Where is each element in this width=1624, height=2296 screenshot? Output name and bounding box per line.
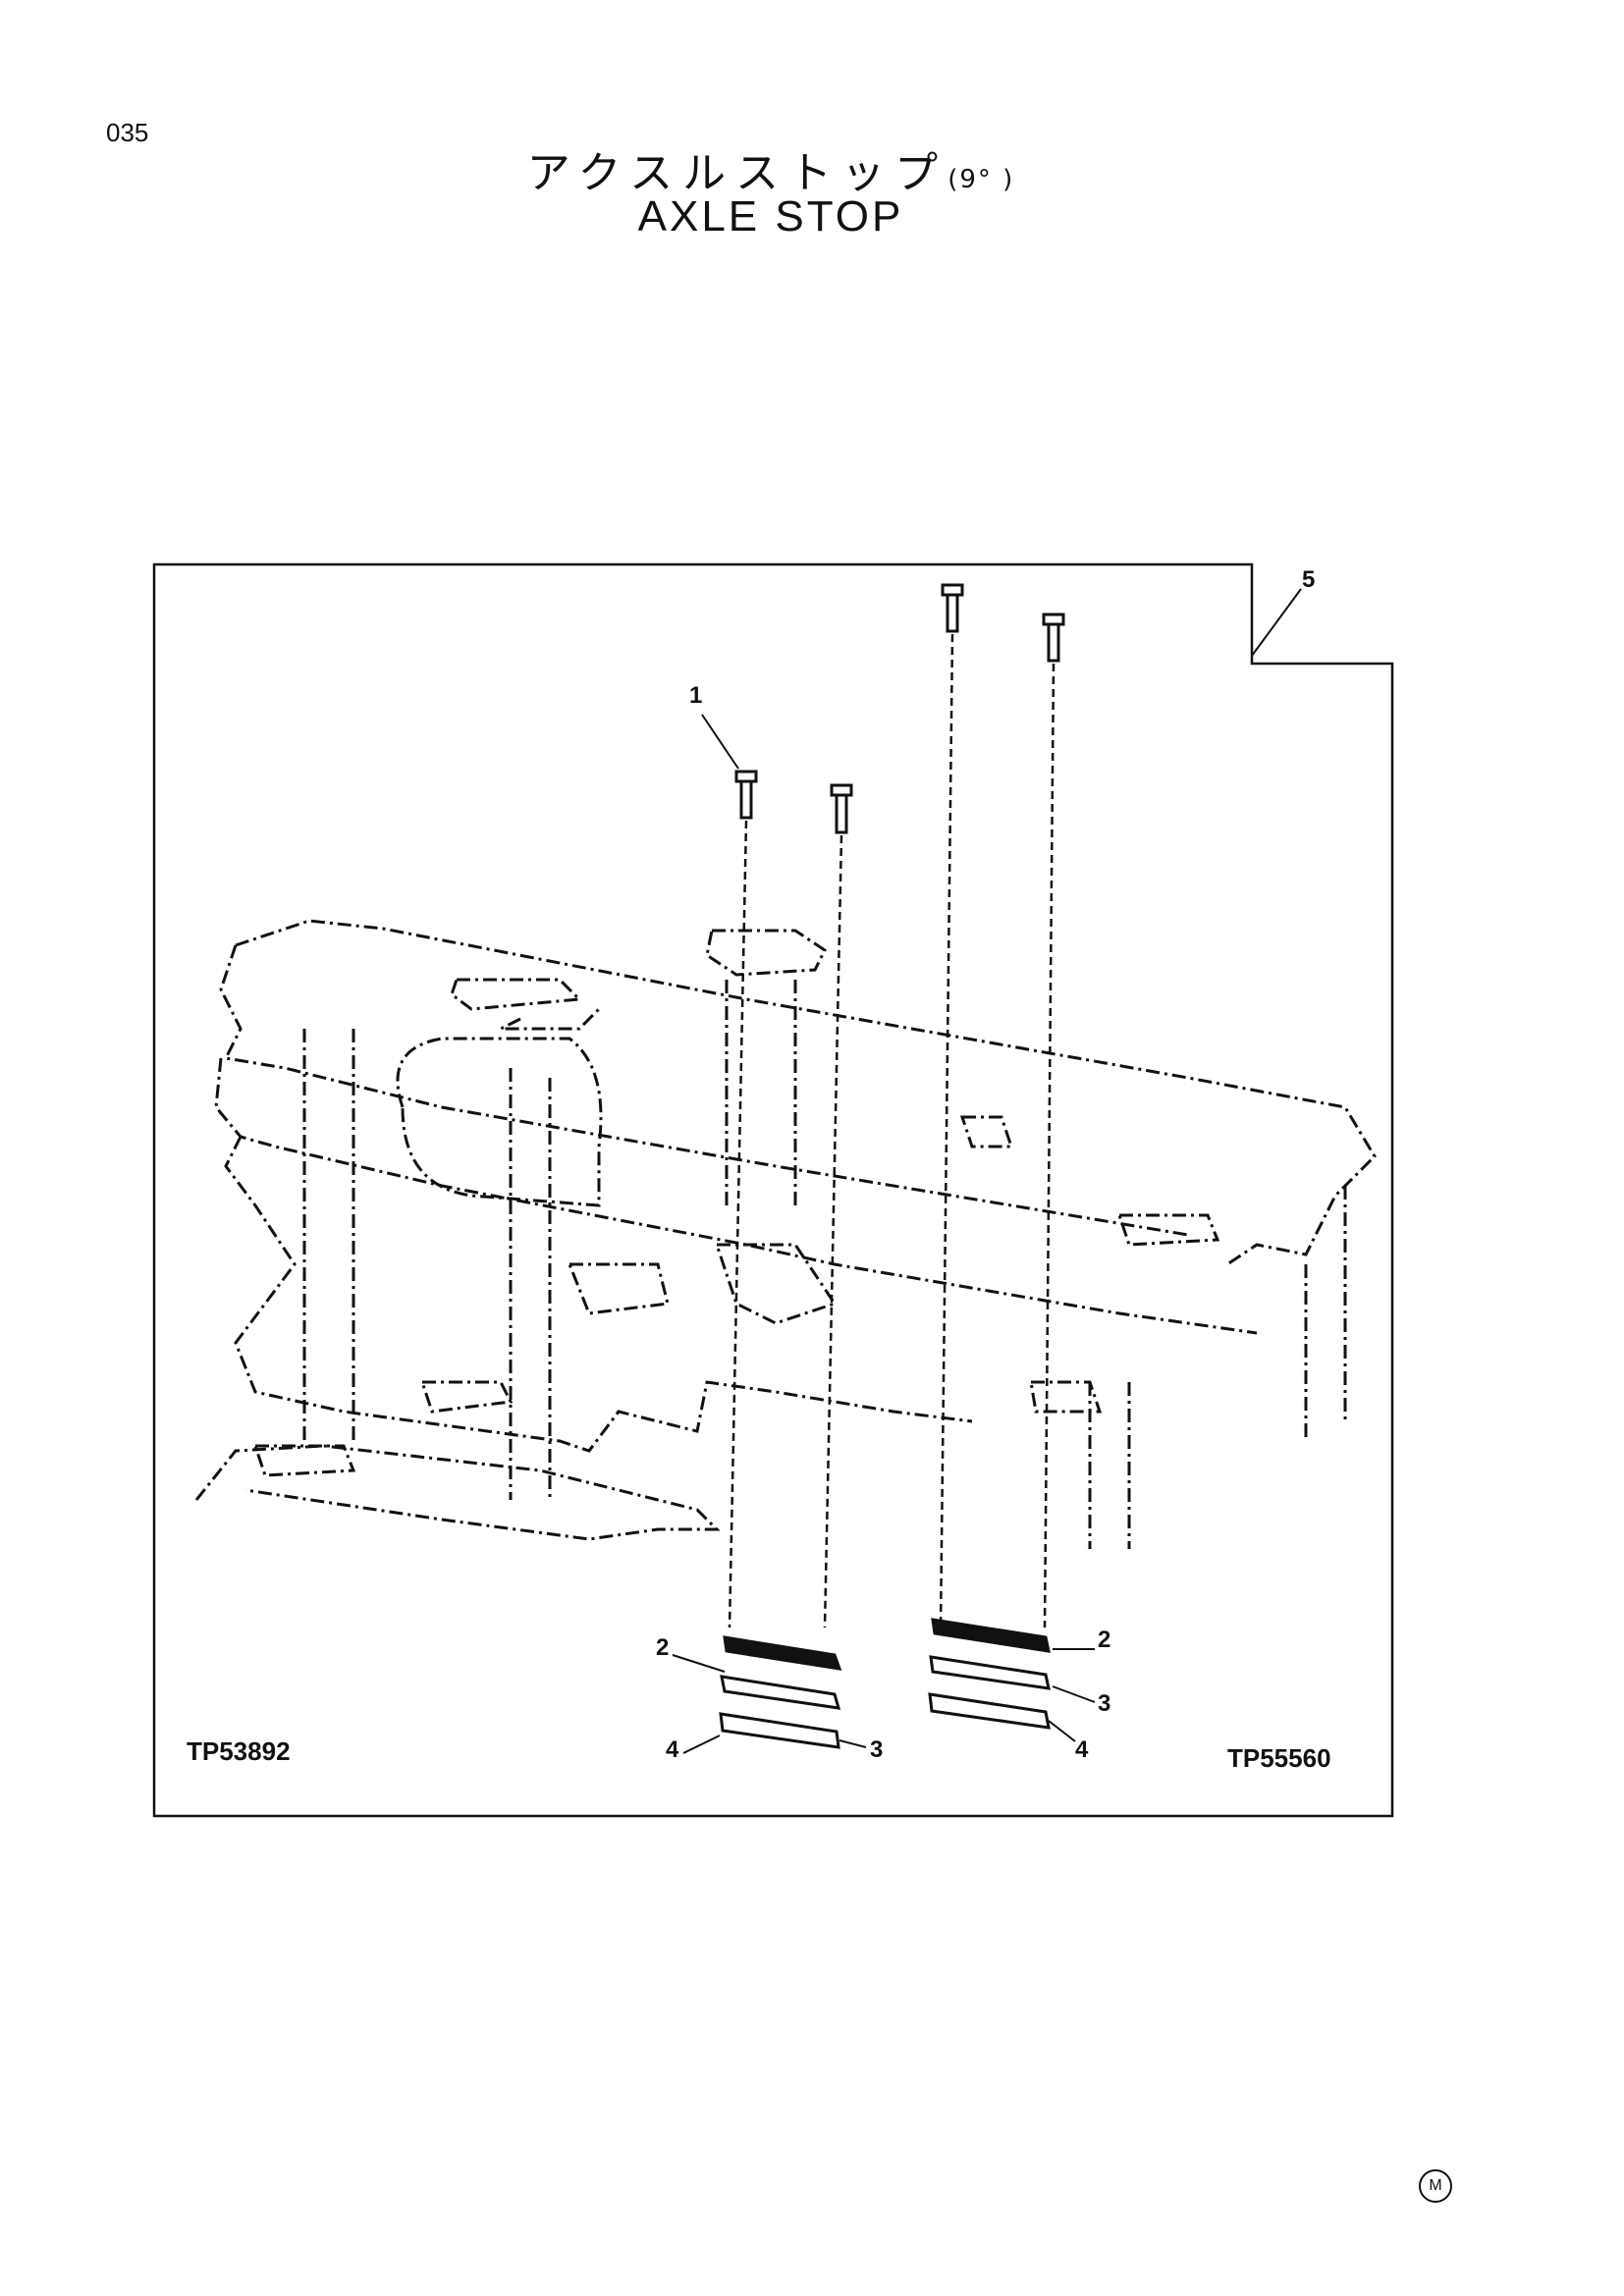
title-english: AXLE STOP	[637, 192, 904, 240]
leader-lines	[672, 588, 1302, 1754]
callouts: 1 5 2 3 4 2 3 4	[656, 566, 1315, 1763]
callout-4-right: 4	[1075, 1736, 1089, 1763]
footer-mark: M	[1419, 2169, 1452, 2203]
bolts	[734, 583, 1065, 834]
title-japanese-text: アクスルストップ	[526, 148, 948, 198]
callout-3-right: 3	[1098, 1690, 1110, 1717]
diagram-svg: 1 5 2 3 4 2 3 4 TP53892 TP55560	[152, 562, 1394, 1818]
bolt-5b	[1042, 613, 1065, 663]
parts-diagram: 1 5 2 3 4 2 3 4 TP53892 TP55560	[147, 558, 1404, 1834]
title-japanese: アクスルストップ(9° )	[0, 137, 1542, 200]
diagram-frame	[152, 562, 1394, 1818]
callout-3-left: 3	[870, 1736, 883, 1763]
page-number: 035	[106, 118, 149, 147]
callout-5: 5	[1302, 566, 1315, 593]
bolt-1	[734, 770, 758, 820]
callout-4-left: 4	[666, 1736, 679, 1763]
shim-stack-left	[719, 1635, 842, 1749]
title-japanese-angle: (9° )	[947, 165, 1015, 194]
callout-2-right: 2	[1098, 1627, 1110, 1653]
ref-code-left: TP53892	[187, 1736, 291, 1766]
bolt-5a	[941, 583, 964, 633]
callout-1: 1	[689, 682, 702, 709]
callout-2-left: 2	[656, 1634, 669, 1661]
shim-stack-right	[928, 1618, 1051, 1730]
ref-code-right: TP55560	[1227, 1743, 1331, 1773]
assembly-lines	[728, 633, 1056, 1629]
axle-frame-drawing	[194, 919, 1377, 1549]
bolt-1b	[830, 783, 853, 834]
